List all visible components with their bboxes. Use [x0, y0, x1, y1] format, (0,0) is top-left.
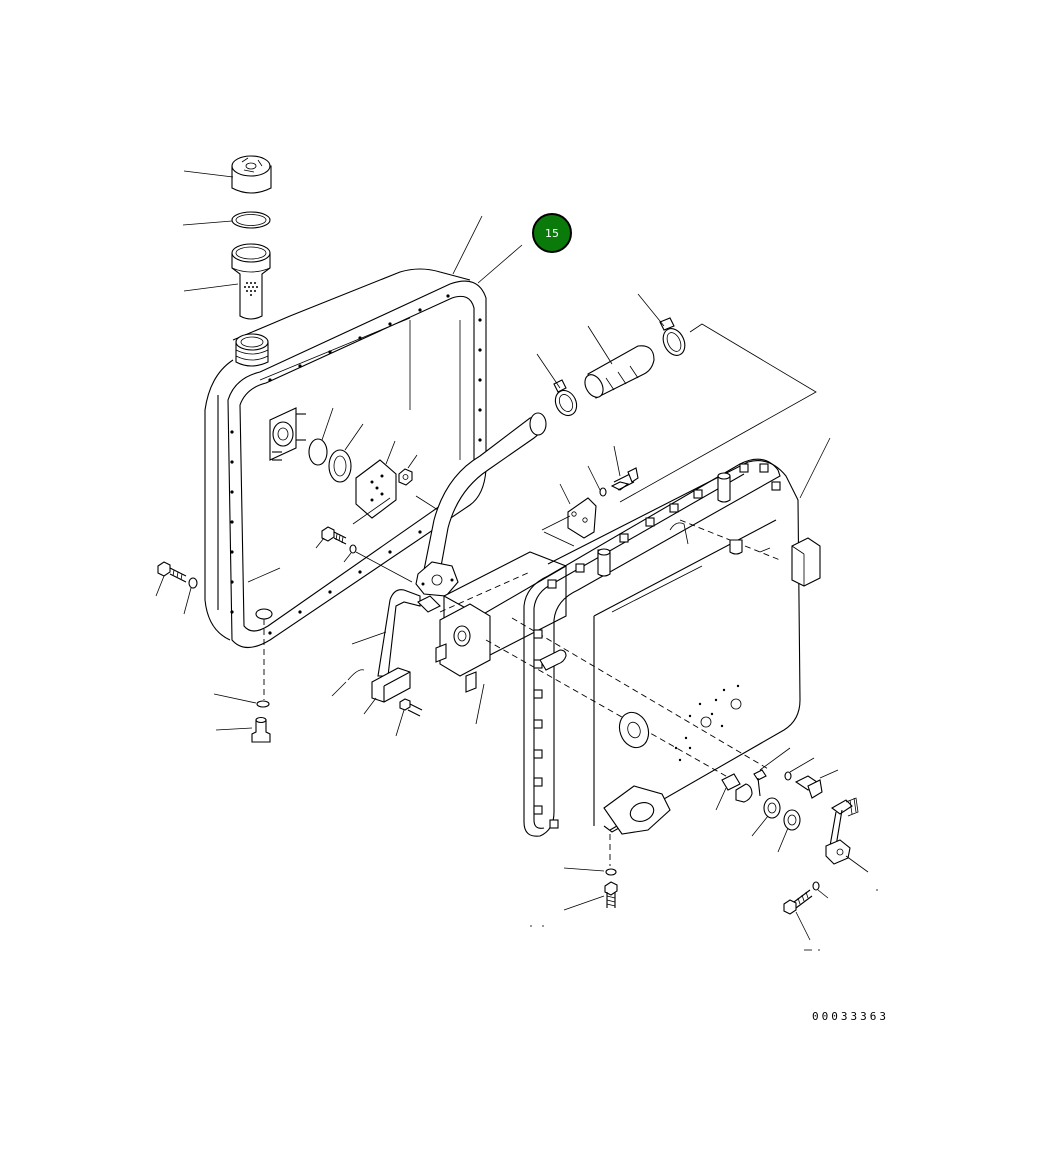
filler-cap: [231, 155, 272, 194]
flange-bolt: [315, 526, 347, 549]
float-arm-bolt: [783, 889, 813, 941]
valve-stub-pipe: [417, 595, 441, 613]
callout-marker-15[interactable]: 15: [532, 213, 572, 253]
front-tank-cap-block: [791, 437, 831, 587]
front-tank-holes: [674, 684, 742, 762]
strainer-basket: [231, 243, 271, 320]
hose-clamp-right: [637, 293, 686, 356]
bolt-washer-leaders-mid: [355, 551, 413, 583]
gauge-bushing: [328, 423, 364, 483]
rear-tank-leader-low: [247, 567, 281, 583]
callout-label: 15: [545, 227, 559, 240]
front-drain-gasket: [563, 867, 617, 876]
flange-bolt-holes-rear: [230, 294, 482, 635]
filler-neck: [235, 333, 269, 367]
drawing-number: 00033363: [812, 1010, 889, 1023]
front-tank-outlet-flange: [603, 785, 671, 835]
hose-clamp-left: [536, 353, 578, 417]
front-tank-body: [547, 460, 801, 833]
rear-tank-fitting: [269, 407, 306, 461]
cover-plate: [355, 440, 397, 519]
rear-tank-body: [204, 268, 471, 641]
plate-leaders: [352, 495, 439, 525]
lever-bolt: [395, 698, 423, 737]
gauge-washer-small: [784, 757, 815, 781]
side-bolt: [155, 561, 187, 597]
nut: [398, 454, 418, 486]
mounting-bracket: [559, 483, 597, 539]
gauge-glass-retainer: [751, 797, 781, 837]
lever-block: [363, 667, 411, 715]
bracket-bolt: [610, 445, 639, 491]
small-marks: [530, 889, 878, 951]
cross-pipe: [423, 412, 547, 573]
rubber-hose: [584, 325, 655, 399]
front-tank-flange: [523, 458, 781, 837]
o-ring-seal: [308, 407, 334, 466]
gauge-screw: [753, 747, 791, 797]
drain-plug: [215, 716, 271, 743]
pipe-flange: [415, 561, 459, 597]
front-drain-bolt: [563, 881, 618, 911]
bracket-washer: [587, 465, 607, 497]
drain-gasket: [213, 693, 270, 708]
float-arm: [825, 797, 869, 873]
lever-arm: [351, 589, 421, 677]
rear-tank-leaders: [452, 215, 523, 284]
float-arm-washer: [812, 881, 829, 899]
gauge-washer: [777, 809, 801, 853]
gauge-bolt: [794, 769, 839, 799]
lock-washer: [343, 544, 357, 563]
rear-drain-port: [255, 608, 273, 700]
hose-group-bracket-leader: [619, 323, 817, 503]
cap-gasket-ring: [231, 211, 271, 229]
cotter-pin: [331, 669, 365, 697]
bracket-leader: [541, 515, 575, 547]
front-tank-breather: [597, 472, 771, 577]
front-tank-port: [618, 711, 650, 749]
front-tank-stub: [539, 649, 567, 671]
gauge-fitting: [715, 773, 753, 811]
side-washer: [183, 577, 198, 615]
leader-lines-filler: [182, 170, 239, 292]
